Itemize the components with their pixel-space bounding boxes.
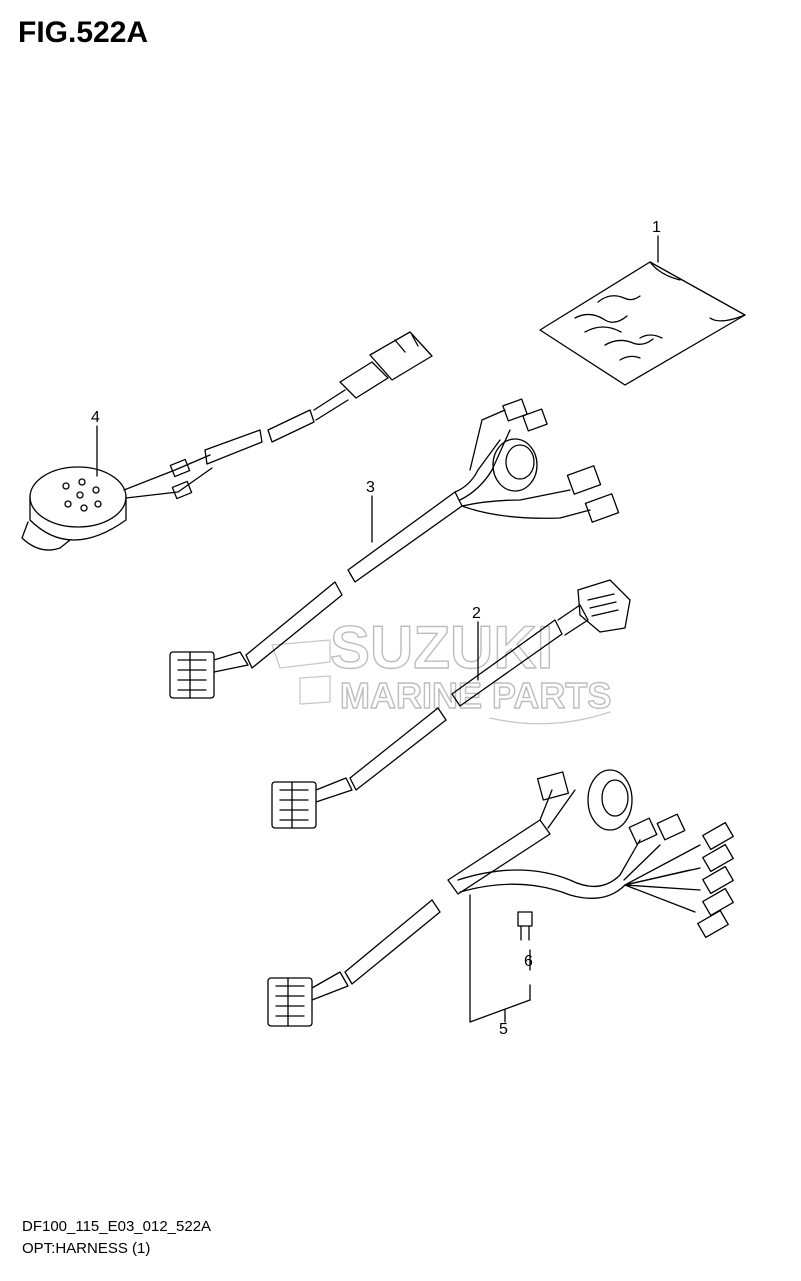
figure-title: FIG.522A [18, 16, 149, 49]
part-2-extension-harness [271, 579, 631, 829]
part-4-buzzer-harness [21, 331, 433, 551]
section-name: OPT:HARNESS (1) [22, 1240, 151, 1257]
callout-5: 5 [499, 1021, 508, 1038]
part-1-instruction-sheet [539, 261, 746, 386]
part-3-harness [169, 398, 620, 699]
part-5-main-harness [267, 769, 734, 1027]
callout-1: 1 [652, 219, 661, 236]
callout-4: 4 [91, 409, 100, 426]
leader-lines [96, 235, 659, 1023]
callout-2: 2 [472, 605, 481, 622]
part-6-fuse [517, 911, 533, 941]
callout-3: 3 [366, 479, 375, 496]
watermark-line1: SUZUKI [330, 614, 553, 681]
callouts: 1 2 3 4 5 6 [91, 219, 661, 1038]
model-code: DF100_115_E03_012_522A [22, 1218, 212, 1235]
callout-6: 6 [524, 953, 533, 970]
